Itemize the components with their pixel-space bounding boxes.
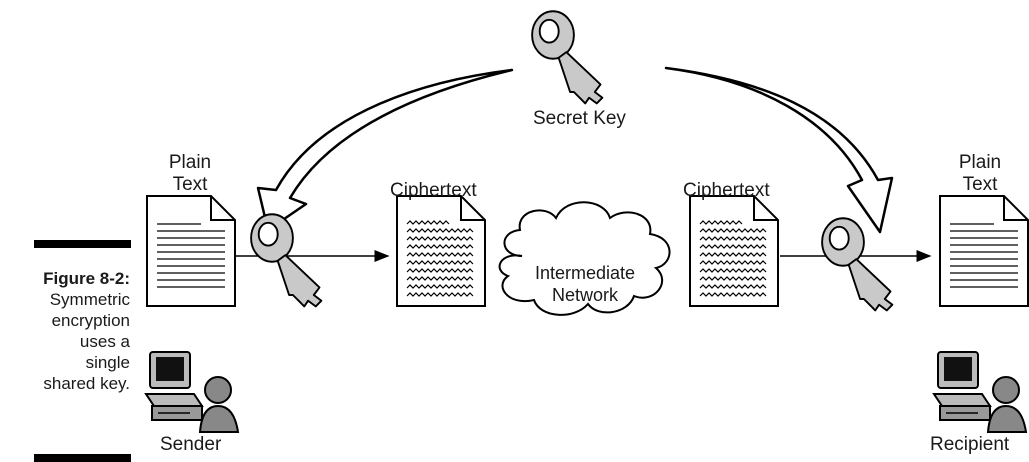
caption-line-4: single — [85, 353, 130, 372]
plain-text-left-label: Plain Text — [160, 152, 220, 196]
plain-text-left-line-2: Text — [172, 174, 208, 195]
document-icon — [939, 195, 1029, 307]
ciphertext-right-label: Ciphertext — [683, 180, 770, 201]
network-line-1: Intermediate — [534, 263, 636, 283]
caption-top-bar — [34, 240, 131, 248]
caption-line-3: uses a — [79, 332, 130, 351]
computer-user-icon — [933, 351, 1027, 433]
plain-text-left-line-1: Plain — [168, 152, 212, 173]
key-icon — [531, 10, 604, 105]
figure-caption: Figure 8-2: Symmetric encryption uses a … — [0, 268, 130, 394]
curved-arrow-icon — [664, 66, 894, 234]
ciphertext-left-label: Ciphertext — [390, 180, 477, 201]
network-line-2: Network — [551, 285, 618, 305]
document-icon — [146, 195, 236, 307]
figure-label: Figure 8-2: — [43, 269, 130, 288]
plain-text-right-line-2: Text — [962, 174, 998, 195]
caption-line-5: shared key. — [43, 374, 130, 393]
caption-line-1: Symmetric — [49, 290, 130, 309]
key-icon — [250, 213, 323, 308]
network-label: Intermediate Network — [520, 262, 650, 306]
ciphertext-document-icon — [689, 195, 779, 307]
recipient-label: Recipient — [930, 434, 1010, 455]
curved-arrow-icon — [256, 68, 514, 232]
sender-label: Sender — [160, 434, 222, 455]
computer-user-icon — [145, 351, 239, 433]
caption-bottom-bar — [34, 454, 131, 462]
key-icon — [821, 217, 894, 312]
plain-text-right-line-1: Plain — [958, 152, 1002, 173]
cloud-icon — [498, 201, 671, 316]
secret-key-label: Secret Key — [533, 108, 626, 129]
caption-line-2: encryption — [51, 311, 130, 330]
plain-text-right-label: Plain Text — [950, 152, 1010, 196]
ciphertext-document-icon — [396, 195, 486, 307]
